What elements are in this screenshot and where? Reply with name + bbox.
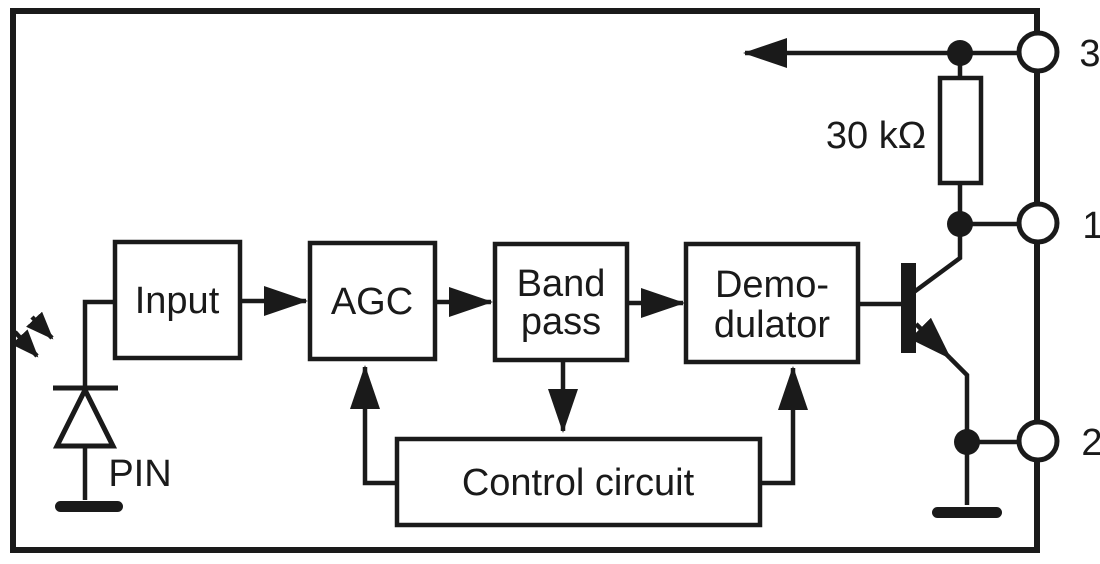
transistor-emitter-wire	[948, 356, 970, 505]
input-block	[112, 239, 243, 361]
pin-3-label: 3	[1079, 33, 1100, 75]
arrow-control-to-demodulator	[760, 366, 808, 486]
agc-block-label: AGC	[331, 281, 413, 323]
pin-1-label: 1	[1082, 205, 1100, 247]
junction-dot	[947, 40, 973, 66]
photodiode-label: PIN	[108, 453, 171, 495]
demodulator-block	[683, 241, 861, 365]
input-block-label: Input	[135, 280, 220, 322]
module-outline	[10, 8, 1040, 553]
pin-2-label: 2	[1081, 422, 1100, 464]
bandpass-block-label-line1: Band	[517, 263, 606, 305]
output-stage: 30 kΩ 3 1 2	[743, 30, 1100, 518]
signal-chain: Input AGC Band pass Demo- dulator	[112, 239, 901, 365]
control-circuit-block	[394, 436, 763, 528]
junction-dot	[947, 211, 973, 237]
arrow-control-to-agc	[350, 365, 397, 486]
demodulator-block-label-line2: dulator	[714, 304, 831, 346]
pin-2-terminal	[1016, 419, 1060, 463]
control-loop: Control circuit	[350, 358, 808, 528]
light-ray-arrow-icon	[26, 311, 54, 340]
control-circuit-label: Control circuit	[462, 462, 695, 504]
photodiode-triangle-icon	[52, 384, 118, 449]
light-ray-arrow-icon	[11, 329, 39, 358]
ground-symbol-right	[932, 507, 1002, 518]
transistor-emitter-arrow-icon	[909, 317, 952, 360]
pin-3-terminal	[1016, 30, 1060, 74]
junction-dot	[954, 429, 980, 455]
resistor-value-label: 30 kΩ	[826, 115, 926, 157]
photodiode-group: PIN	[11, 299, 172, 512]
bandpass-block-label-line2: pass	[521, 301, 601, 343]
ground-symbol-left	[55, 501, 123, 512]
agc-block	[307, 240, 438, 362]
resistor-symbol	[937, 75, 984, 186]
transistor-base-bar	[901, 263, 916, 353]
demodulator-block-label-line1: Demo-	[715, 264, 829, 306]
pin-1-terminal	[1016, 201, 1060, 245]
